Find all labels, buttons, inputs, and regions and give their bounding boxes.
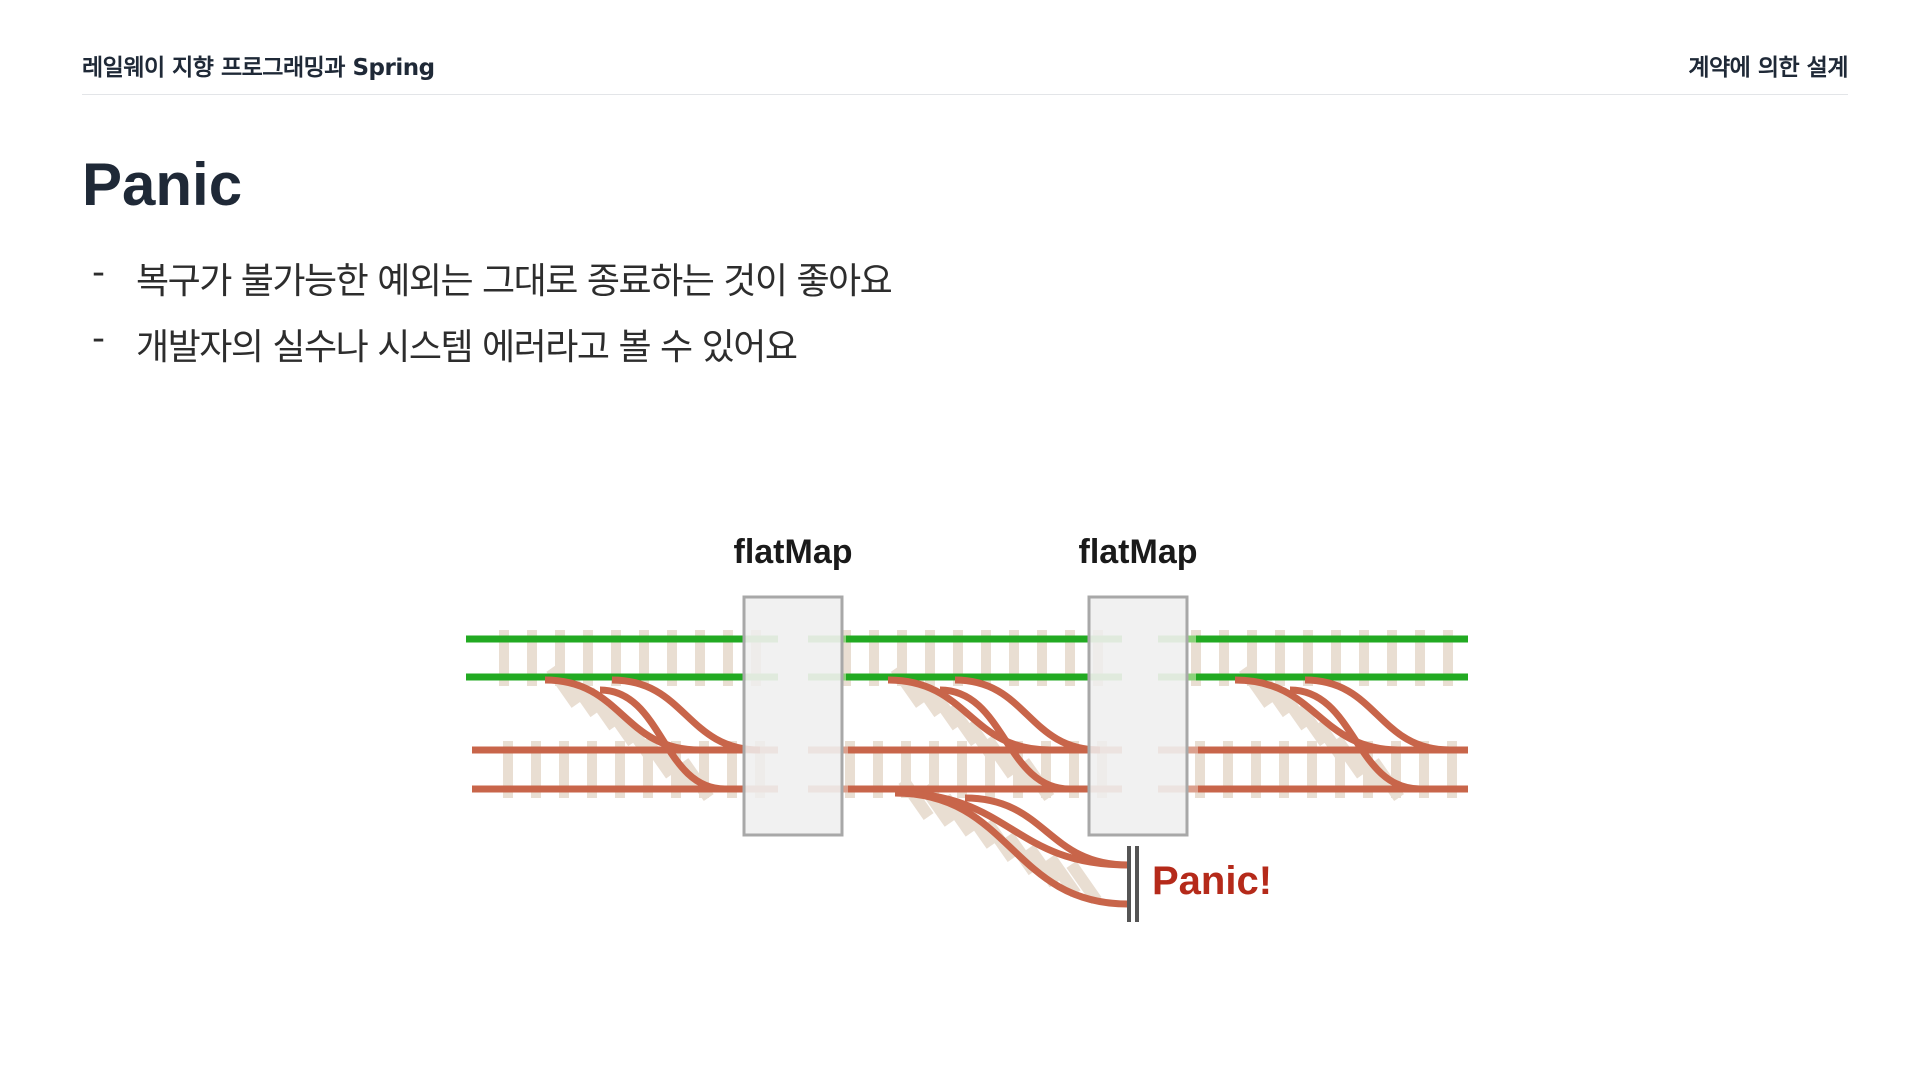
buffer-stop	[1127, 846, 1139, 922]
sleeper	[1279, 741, 1289, 798]
switch-rail	[1304, 676, 1451, 754]
presentation-title: 레일웨이 지향 프로그래밍과 Spring	[82, 55, 435, 81]
sleeper	[1275, 630, 1285, 686]
sleeper	[1303, 630, 1313, 686]
flatmap-label-2: flatMap	[1079, 533, 1198, 571]
sleeper	[1391, 741, 1401, 798]
sleeper	[1443, 630, 1453, 686]
sleeper	[667, 630, 677, 686]
sleeper	[1219, 630, 1229, 686]
sleeper	[869, 630, 879, 686]
sleeper	[982, 735, 1018, 779]
sleeper	[727, 741, 737, 798]
sleeper	[723, 630, 733, 686]
sleeper	[659, 748, 695, 792]
sleeper	[845, 741, 855, 798]
sleeper	[583, 630, 593, 686]
sleeper	[531, 741, 541, 798]
flatmap-label-1: flatMap	[734, 533, 853, 571]
bullet-text: 복구가 불가능한 예외는 그대로 종료하는 것이 좋아요	[136, 261, 893, 302]
section-title: 계약에 의한 설계	[1688, 55, 1848, 81]
sleeper	[925, 630, 935, 686]
slide-header: 레일웨이 지향 프로그래밍과 Spring 계약에 의한 설계	[82, 48, 1848, 95]
sleeper	[559, 741, 569, 798]
sleeper	[1331, 735, 1367, 779]
switch-rail	[611, 676, 761, 754]
sleeper	[527, 630, 537, 686]
switch-rail	[939, 686, 1071, 793]
switch-rail	[599, 686, 726, 793]
sleeper	[1195, 741, 1205, 798]
sleeper	[1009, 630, 1019, 686]
sleeper	[1024, 844, 1060, 888]
sleeper	[499, 630, 509, 686]
switch-rail	[544, 676, 701, 754]
bullet-text: 개발자의 실수나 시스템 에러라고 볼 수 있어요	[136, 327, 798, 368]
sleeper	[1065, 630, 1075, 686]
sleeper	[1359, 630, 1369, 686]
sleeper	[1037, 630, 1047, 686]
sleeper	[1223, 741, 1233, 798]
sleeper	[695, 630, 705, 686]
sleeper	[957, 741, 967, 798]
panic-rail	[964, 794, 1129, 869]
sleeper	[1331, 630, 1341, 686]
switch-rail	[887, 676, 1051, 754]
sleepers	[499, 630, 1457, 904]
sleeper	[1066, 861, 1102, 904]
sleeper	[611, 630, 621, 686]
flatmap-box	[1087, 595, 1189, 837]
sleeper	[1447, 741, 1457, 798]
sleeper	[1335, 741, 1345, 798]
flatmap-boxes	[742, 595, 1189, 837]
sleeper	[929, 741, 939, 798]
sleeper	[901, 741, 911, 798]
sleeper	[1415, 630, 1425, 686]
sleeper	[1387, 630, 1397, 686]
sleeper	[1000, 748, 1036, 792]
sleeper	[699, 741, 709, 798]
sleeper	[503, 741, 513, 798]
sleeper	[643, 741, 653, 798]
sleeper	[1069, 741, 1079, 798]
bullet-dash: -	[92, 318, 105, 359]
sleeper	[1350, 748, 1386, 792]
panic-rail	[894, 789, 1129, 908]
sleeper	[615, 741, 625, 798]
bullet-dash: -	[92, 252, 105, 293]
sleeper	[1251, 741, 1261, 798]
sleeper	[1191, 630, 1201, 686]
sleeper	[1307, 741, 1317, 798]
sleeper	[1247, 630, 1257, 686]
sleeper	[897, 630, 907, 686]
sleeper	[639, 630, 649, 686]
sleeper	[873, 741, 883, 798]
sleeper	[640, 735, 676, 779]
sleeper	[985, 741, 995, 798]
sleeper	[555, 630, 565, 686]
sleeper	[953, 630, 963, 686]
switch-rail	[954, 676, 1101, 754]
sleeper	[1045, 854, 1081, 898]
sleeper	[587, 741, 597, 798]
sleeper	[1419, 741, 1429, 798]
switch-rail	[1234, 676, 1401, 754]
sleeper	[981, 630, 991, 686]
slide-title: Panic	[82, 151, 243, 218]
sleeper	[1041, 741, 1051, 798]
sleeper	[841, 630, 851, 686]
switch-rail	[1289, 686, 1421, 793]
flatmap-box	[742, 595, 844, 837]
panic-label: Panic!	[1152, 859, 1272, 903]
